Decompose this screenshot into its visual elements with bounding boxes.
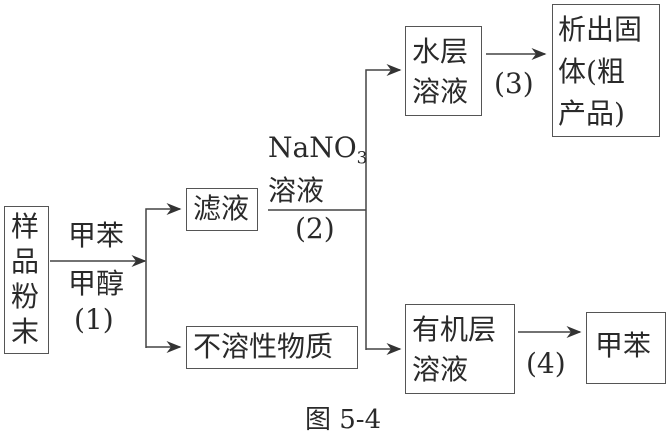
toluene-label: 甲苯	[595, 329, 652, 362]
precipitate-line2: 体(粗	[558, 55, 625, 88]
precipitate-line3: 产品)	[558, 97, 625, 130]
organic-label-line2: 溶液	[412, 353, 469, 386]
filtrate-box: 滤液	[186, 188, 258, 231]
step2-number: (2)	[295, 212, 335, 245]
toluene-box: 甲苯	[586, 312, 666, 384]
step2-reagent: NaNO3	[268, 132, 367, 175]
insoluble-box: 不溶性物质	[186, 326, 358, 369]
insoluble-label: 不溶性物质	[193, 330, 334, 363]
sample-label: 样品粉末	[11, 210, 40, 348]
organic-layer-box: 有机层 溶液	[405, 304, 515, 394]
aqueous-label-line1: 水层	[412, 35, 469, 68]
step1-number: (1)	[74, 303, 114, 336]
step1-top-label: 甲苯	[68, 219, 125, 252]
step3-number: (3)	[494, 67, 534, 100]
aqueous-layer-box: 水层 溶液	[405, 26, 482, 116]
step1-bottom-label: 甲醇	[68, 267, 125, 300]
precipitate-line1: 析出固	[558, 13, 643, 46]
precipitate-box: 析出固 体(粗 产品)	[552, 4, 660, 137]
organic-label-line1: 有机层	[412, 313, 497, 346]
step2-solution: 溶液	[268, 174, 325, 207]
step2-reagent-formula: NaNO	[268, 131, 357, 164]
arrow-to-aqueous	[365, 64, 402, 350]
step4-number: (4)	[526, 347, 566, 380]
arrow-to-filtrate	[145, 203, 182, 348]
filtrate-label: 滤液	[193, 192, 250, 225]
figure-caption: 图 5-4	[305, 405, 382, 435]
step2-reagent-subscript: 3	[356, 148, 368, 169]
sample-powder-box: 样品粉末	[4, 206, 49, 354]
aqueous-label-line2: 溶液	[412, 75, 469, 108]
